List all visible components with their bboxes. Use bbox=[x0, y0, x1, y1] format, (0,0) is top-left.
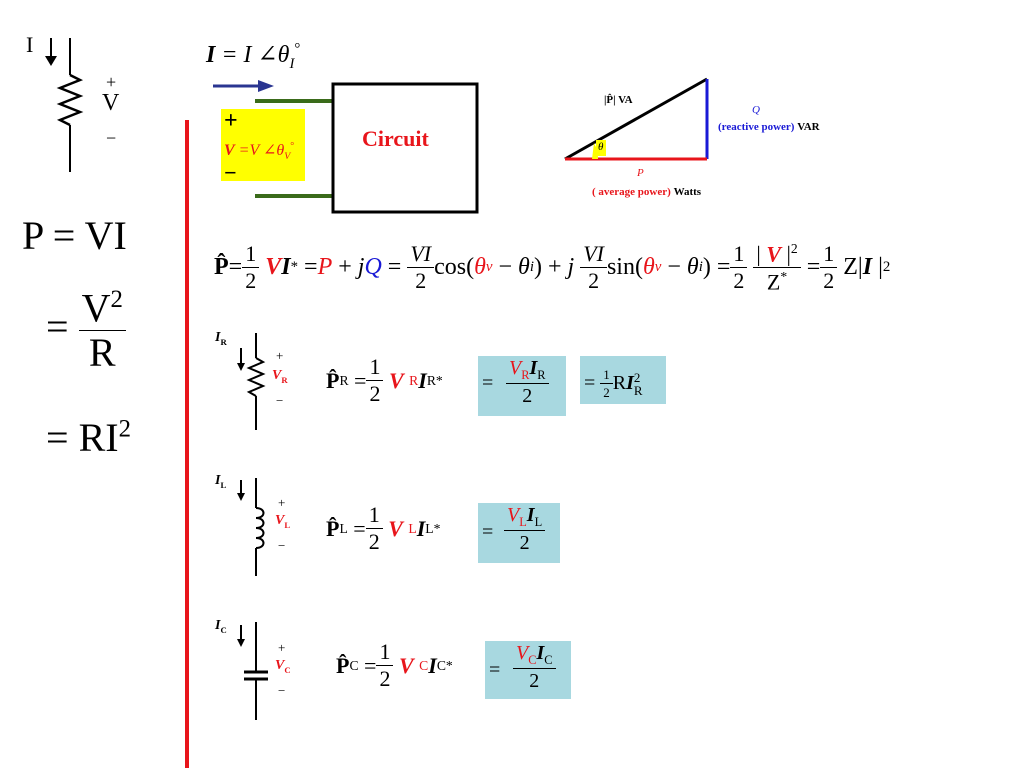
voltage-minus: − bbox=[224, 160, 237, 185]
inductor-plus: + bbox=[278, 495, 286, 510]
triangle-hyp-label: |P̂| VA bbox=[604, 94, 633, 106]
resistor-plus: + bbox=[276, 348, 284, 363]
power-triangle bbox=[564, 77, 709, 161]
left-voltage-label: V bbox=[102, 90, 120, 116]
left-resistor-symbol bbox=[45, 38, 84, 172]
left-plus: + bbox=[106, 72, 117, 92]
triangle-p-label: P bbox=[637, 167, 644, 179]
capacitor-voltage-label: VC bbox=[275, 658, 291, 675]
eq-ri2: = RI2 bbox=[46, 415, 131, 460]
circuit-label: Circuit bbox=[362, 126, 429, 151]
current-phasor-eq: I = I ∠θI° bbox=[206, 41, 301, 72]
eq-v2-over-r: = V2 R bbox=[46, 287, 126, 373]
capacitor-current-label: IC bbox=[215, 618, 227, 635]
resistor-symbol bbox=[237, 333, 266, 430]
capacitor-plus: + bbox=[278, 640, 286, 655]
inductor-voltage-label: VL bbox=[275, 513, 291, 530]
inductor-minus: − bbox=[278, 538, 286, 553]
triangle-p-desc: ( average power) Watts bbox=[592, 186, 702, 198]
voltage-highlight bbox=[221, 109, 305, 181]
capacitor-symbol bbox=[237, 622, 268, 720]
eq-p-vi: P = VI bbox=[22, 213, 127, 258]
voltage-phasor-eq: V =V ∠θV° bbox=[224, 140, 295, 163]
capacitor-minus: − bbox=[278, 683, 286, 698]
resistor-minus: − bbox=[276, 393, 284, 408]
resistor-current-label: IR bbox=[215, 330, 227, 347]
triangle-q-desc: (reactive power) VAR bbox=[718, 121, 820, 133]
triangle-angle: θ bbox=[598, 141, 604, 153]
resistor-voltage-label: VR bbox=[272, 368, 288, 385]
voltage-plus: + bbox=[224, 108, 238, 134]
current-arrow bbox=[213, 80, 274, 92]
circuit-box bbox=[331, 82, 479, 214]
left-current-label: I bbox=[26, 32, 34, 57]
inductor-symbol bbox=[237, 478, 265, 576]
inductor-current-label: IL bbox=[215, 473, 227, 490]
triangle-q-label: Q bbox=[752, 104, 760, 116]
left-minus: − bbox=[106, 128, 117, 148]
